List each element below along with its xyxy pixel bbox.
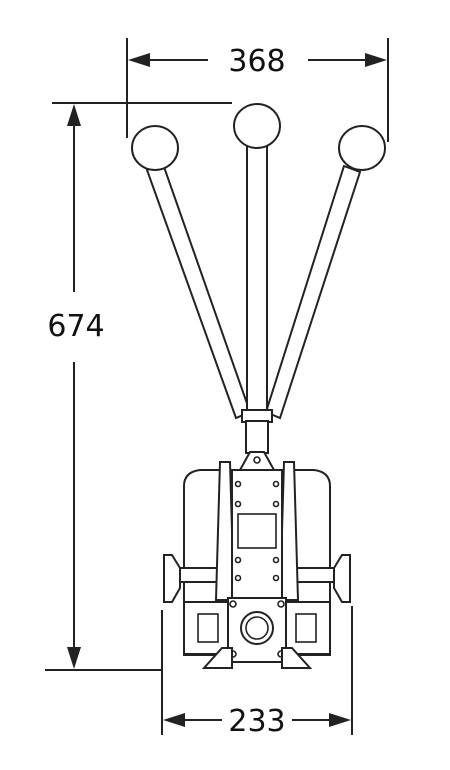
plate-screw-3 xyxy=(234,500,242,508)
plate-screw-2 xyxy=(272,480,280,488)
plate-screw-1 xyxy=(234,480,242,488)
knob-left xyxy=(131,125,179,171)
lever-center xyxy=(246,141,268,415)
control-housing xyxy=(163,461,351,669)
bottom-width-dimension: 233 xyxy=(161,606,353,739)
lower-window-right xyxy=(295,613,317,643)
center-plate xyxy=(231,469,283,599)
bottom-arrow-right xyxy=(329,713,351,727)
lever-left xyxy=(145,162,252,420)
lever-assembly xyxy=(131,103,386,471)
foot-left xyxy=(201,647,233,669)
lower-block-right xyxy=(285,601,331,655)
lower-window-left xyxy=(197,613,219,643)
base-screw-2 xyxy=(277,600,285,608)
lever-right xyxy=(264,164,362,420)
side-handle-left xyxy=(163,554,181,603)
top-arrow-right xyxy=(365,53,387,67)
side-mount-left xyxy=(177,567,221,583)
plate-screw-6 xyxy=(272,556,280,564)
base-port-inner xyxy=(245,616,269,640)
plate-screw-5 xyxy=(234,556,242,564)
height-arrow-top xyxy=(67,104,81,126)
side-mount-right xyxy=(293,567,337,583)
bottom-arrow-left xyxy=(163,713,185,727)
height-arrow-bottom xyxy=(67,647,81,669)
height-label: 674 xyxy=(47,309,104,344)
height-dimension: 674 xyxy=(45,102,232,671)
center-plate-window xyxy=(237,513,277,549)
lever-hub-cap xyxy=(238,451,276,471)
plate-screw-7 xyxy=(234,574,242,582)
hub-bolt xyxy=(253,456,261,464)
lever-hub-stem xyxy=(245,420,269,454)
bottom-width-label: 233 xyxy=(228,704,285,739)
lower-block-left xyxy=(183,601,229,655)
foot-right xyxy=(281,647,313,669)
base-screw-1 xyxy=(229,600,237,608)
plate-screw-4 xyxy=(272,500,280,508)
knob-right xyxy=(338,125,386,171)
top-width-dimension: 368 xyxy=(126,38,389,142)
knob-center xyxy=(233,103,281,149)
plate-screw-8 xyxy=(272,574,280,582)
top-arrow-left xyxy=(128,53,150,67)
side-handle-right xyxy=(333,554,351,603)
top-width-label: 368 xyxy=(228,44,285,79)
